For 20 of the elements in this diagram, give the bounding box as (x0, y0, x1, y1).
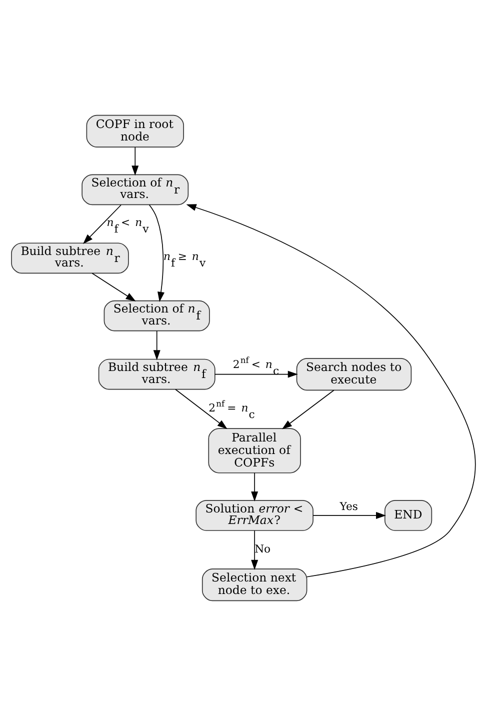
arrow (214, 370, 298, 378)
node-box: COPF in root node (86, 114, 184, 147)
edge-label: No (254, 542, 271, 556)
arrow (175, 388, 228, 429)
arrow (132, 146, 139, 176)
arrow (148, 204, 164, 302)
arrow (251, 472, 258, 501)
arrow (251, 530, 258, 570)
edge-label: Yes (340, 499, 358, 512)
arrow (92, 272, 136, 301)
node-box: END (384, 500, 432, 530)
node-box: Search nodes to execute (296, 358, 412, 390)
arrow (186, 204, 476, 577)
arrow (282, 389, 334, 429)
arrow (82, 204, 122, 244)
node-box: Solution error < ErrMax? (196, 500, 314, 530)
node-box: Parallel execution of COPFs (208, 428, 301, 473)
arrow (153, 330, 160, 360)
node-box: Selection next node to exe. (202, 568, 308, 601)
arrow (312, 511, 386, 518)
